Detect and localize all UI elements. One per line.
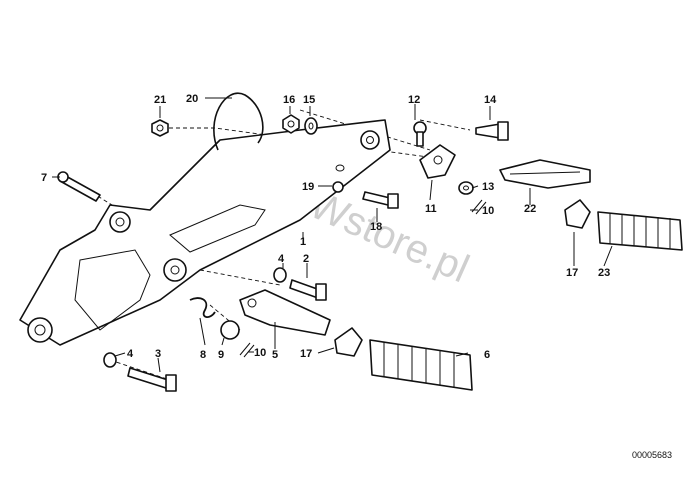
bracket-11 bbox=[419, 144, 456, 179]
bolt-12 bbox=[413, 121, 427, 147]
footpeg-23 bbox=[597, 211, 683, 251]
part-labels: 21 20 16 15 12 14 7 19 13 10 11 22 18 1 … bbox=[41, 93, 610, 361]
label-23: 23 bbox=[598, 267, 610, 279]
label-4-lower: 4 bbox=[127, 348, 134, 360]
footrest-bracket bbox=[19, 119, 391, 346]
washer-19 bbox=[332, 181, 344, 193]
label-22: 22 bbox=[524, 203, 536, 215]
label-5: 5 bbox=[272, 349, 278, 361]
leader-lines bbox=[52, 97, 613, 373]
label-9: 9 bbox=[218, 349, 224, 361]
washer-4-upper bbox=[273, 267, 287, 283]
washer-13 bbox=[458, 181, 474, 195]
cotter-pin-10-lower bbox=[239, 342, 255, 358]
footpeg-6 bbox=[369, 339, 473, 391]
label-20: 20 bbox=[186, 93, 198, 105]
label-16: 16 bbox=[283, 94, 295, 106]
reference-number: 00005683 bbox=[632, 450, 672, 460]
plate-22 bbox=[499, 159, 591, 189]
label-2: 2 bbox=[303, 253, 309, 265]
label-8: 8 bbox=[200, 349, 206, 361]
label-10-lower: 10 bbox=[254, 347, 266, 359]
label-11: 11 bbox=[425, 203, 437, 215]
label-3: 3 bbox=[155, 348, 161, 360]
pin-7 bbox=[57, 171, 101, 202]
washer-4-lower bbox=[103, 352, 117, 368]
label-12: 12 bbox=[408, 94, 420, 106]
footpeg-bracket-5 bbox=[239, 289, 331, 336]
label-18: 18 bbox=[370, 221, 382, 233]
label-10-upper: 10 bbox=[482, 205, 494, 217]
spring-clip-20 bbox=[213, 92, 264, 151]
nut-16 bbox=[282, 114, 300, 134]
bolt-2 bbox=[289, 279, 327, 301]
nut-21 bbox=[151, 119, 169, 137]
spring-8 bbox=[189, 297, 216, 318]
bolt-3 bbox=[127, 367, 177, 392]
label-6: 6 bbox=[484, 349, 490, 361]
bolt-14 bbox=[475, 121, 509, 141]
label-1: 1 bbox=[300, 236, 306, 248]
label-7: 7 bbox=[41, 172, 47, 184]
washer-15 bbox=[304, 117, 318, 135]
bolt-18 bbox=[362, 191, 399, 209]
label-15: 15 bbox=[303, 94, 315, 106]
label-21: 21 bbox=[154, 94, 166, 106]
rubber-mount-17-right bbox=[564, 199, 591, 229]
label-17-right: 17 bbox=[566, 267, 578, 279]
label-13: 13 bbox=[482, 181, 494, 193]
label-19: 19 bbox=[302, 181, 314, 193]
label-14: 14 bbox=[484, 94, 497, 106]
label-4-upper: 4 bbox=[278, 253, 285, 265]
bushing-9 bbox=[220, 320, 240, 340]
label-17-left: 17 bbox=[300, 348, 312, 360]
rubber-mount-17-left bbox=[334, 327, 363, 357]
